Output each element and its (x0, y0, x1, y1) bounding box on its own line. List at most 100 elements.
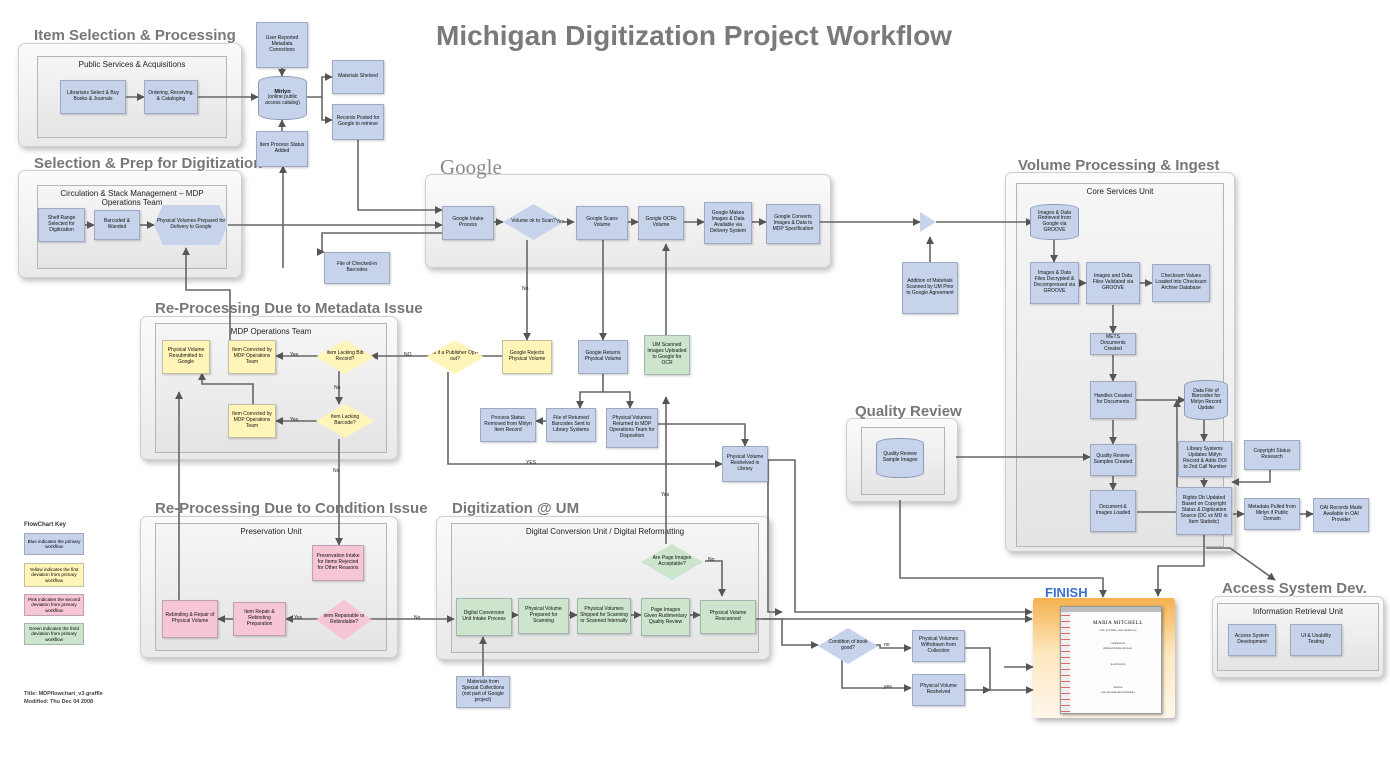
node-physical-shipped: Physical Volumes Shipped for Scanning or… (577, 598, 631, 634)
edge-label-no-scan: No (522, 286, 529, 292)
node-item-corrected-2: Item Corrected by MDP Operations Team (228, 404, 276, 438)
node-mirlyn: Mirlyn (online public access catalog) (258, 76, 307, 120)
key-title: FlowChart Key (24, 522, 67, 528)
node-librarians-select: Librarians Select & Buy Books & Journals (60, 80, 126, 114)
node-materials-special: Materials from Special Collections (not … (456, 676, 510, 708)
google-logo: Google (440, 155, 502, 179)
key-blue: Blue indicates the primary workflow (24, 533, 84, 555)
node-mirlyn-title: Mirlyn (274, 89, 291, 96)
inner-core-services-label: Core Services Unit (1086, 187, 1154, 196)
node-physical-prepared-scanning: Physical Volume Prepared for Scanning (518, 598, 569, 634)
node-records-posted: Records Posted for Google to retrieve (332, 104, 384, 140)
inner-digital-conversion-label: Digital Conversion Unit / Digital Reform… (525, 527, 685, 536)
node-google-converts: Google Converts Images & Data to MDP Spe… (766, 204, 820, 244)
edge-label-no-repair: No (414, 615, 421, 621)
node-library-systems: Library Systems Updates Mirlyn Record & … (1178, 441, 1232, 477)
finish-document-line4: BOSTON (1113, 687, 1123, 689)
node-barcoded: Barcoded & Wanded (94, 210, 140, 240)
node-rights-db: Rights Db Updated Based on Copyright Sta… (1176, 487, 1232, 535)
finish-document-line5: LEE AND SHEPARD PUBLISHERS (1101, 692, 1135, 694)
finish-document-line1: COMPILED BY (1110, 643, 1126, 645)
node-qr-samples-created: Quality Review Samples Created (1090, 444, 1136, 476)
merge-triangle (920, 212, 936, 232)
edge-label-no-barcode: No (333, 468, 340, 474)
inner-information-retrieval-label: Information Retrieval Unit (1252, 607, 1344, 616)
group-title-volume-processing: Volume Processing & Ingest (1018, 157, 1220, 174)
edge-label-no-bib: No (334, 385, 341, 391)
node-checksum: Checksum Values Loaded into Checksum Arc… (1152, 264, 1210, 302)
node-shelf-range: Shelf Range Selected for Digitization (38, 208, 85, 242)
group-title-access-system: Access System Dev. (1222, 580, 1367, 597)
node-images-decrypted: Images & Data Files Decrypted & Decompre… (1030, 262, 1079, 304)
node-ui-testing: UI & Usability Testing (1290, 624, 1342, 656)
node-item-process-status: Item Process Status Added (256, 131, 308, 167)
group-title-reproc-condition: Re-Processing Due to Condition Issue (155, 500, 428, 517)
node-physical-reshelved-lib: Physical Volume Reshelved in Library (722, 446, 768, 482)
finish-document-line3: ILLUSTRATED (1110, 664, 1126, 666)
finish-document-heading: MARIA MITCHELL (1093, 621, 1143, 626)
node-google-rejects: Google Rejects Physical Volume (502, 340, 552, 374)
edge-label-yes-acceptable: Yes (661, 492, 670, 498)
node-publisher-optout: Is it a Publisher Opt-out? (426, 340, 484, 374)
edge-label-yes-condition: yes (884, 684, 892, 690)
group-title-digitization-um: Digitization @ UM (452, 500, 580, 517)
node-condition-good: Condition of book good? (818, 628, 878, 664)
key-pink: Pink indicates the second deviation from… (24, 594, 84, 616)
edge-label-no-condition: no (884, 642, 890, 648)
node-metadata-pulled: Metadata Pulled from Mirlyn if Public Do… (1244, 498, 1300, 530)
node-um-scanned: UM Scanned Images Uploaded to Google for… (644, 335, 690, 375)
node-access-development: Access System Development (1228, 624, 1276, 656)
finish-document-line2: PHEBE MITCHELL KENDALL (1103, 648, 1133, 650)
finish-title: FINISH (1045, 585, 1088, 600)
key-yellow: Yellow indicates the first deviation fro… (24, 563, 84, 587)
node-google-ocrs: Google OCRs Volume (638, 206, 684, 240)
edge-label-yes-optout: YES (526, 460, 537, 466)
node-copyright-status: Copyright Status Research (1244, 440, 1300, 470)
group-title-reproc-metadata: Re-Processing Due to Metadata Issue (155, 300, 423, 317)
node-ordering: Ordering, Receiving, & Cataloging (144, 80, 198, 114)
inner-mdp-ops-label: MDP Operations Team (230, 327, 312, 336)
edge-label-yes-scan: Yes (556, 219, 565, 225)
key-green: Green indicates the third deviation from… (24, 623, 84, 645)
inner-preservation-label: Preservation Unit (240, 527, 302, 536)
node-physical-withdrawn: Physical Volumes Withdrawn from Collecti… (912, 630, 965, 662)
group-title-selection-prep: Selection & Prep for Digitization (34, 155, 263, 172)
finish-document-subheading: LIFE, LETTERS, AND JOURNALS (1099, 629, 1137, 632)
group-item-selection: Public Services & Acquisitions (18, 43, 242, 147)
node-images-validated: Images and Data Files Validated via GROO… (1086, 262, 1140, 304)
node-addition-materials: Addition of Materials Scanned by UM Prio… (902, 262, 958, 314)
inner-public-services-label: Public Services & Acquisitions (78, 60, 186, 69)
node-google-returns: Google Returns Physical Volume (578, 340, 628, 374)
node-document-images: Document & Images Loaded (1090, 490, 1136, 532)
group-digitization-um: Digital Conversion Unit / Digital Reform… (436, 516, 770, 660)
node-qr-sample-images: Quality Review Sample Images (876, 438, 924, 478)
node-user-reported: User Reported Metadata Corrections (256, 22, 308, 68)
node-digital-conversion-intake: Digital Conversion Unit Intake Process (456, 598, 512, 636)
inner-circulation-label: Circulation & Stack Management – MDP Ope… (60, 189, 204, 207)
node-physical-resubmitted: Physical Volume Resubmitted to Google (162, 340, 210, 374)
node-file-checked-in: File of Checked-in Barcodes (324, 252, 390, 284)
page-title: Michigan Digitization Project Workflow (436, 20, 952, 51)
node-physical-prepared: Physical Volumes Prepared for Delivery t… (154, 205, 228, 245)
finish-document-toolbar (1061, 607, 1161, 612)
node-page-images-review: Page Images Given Rudimentary Quality Re… (641, 598, 690, 636)
node-google-intake: Google Intake Process (442, 206, 494, 240)
node-mets: METS Documents Created (1090, 333, 1136, 355)
node-oai-records: OAI Records Made Available in OAI Provid… (1313, 498, 1369, 532)
node-physical-rescanned: Physical Volume Rescanned (700, 600, 756, 634)
node-data-file-barcodes: Data File of Barcodes for Mirlyn Record … (1184, 380, 1228, 420)
node-item-corrected-1: Item Corrected by MDP Operations Team (228, 340, 276, 374)
node-handles: Handles Created for Documents (1090, 381, 1136, 419)
node-physical-returned-mdp: Physical Volumes Returned to MDP Operati… (606, 408, 658, 448)
edge-label-no-optout: NO (404, 352, 412, 358)
node-google-scans: Google Scans Volume (576, 206, 628, 240)
node-images-retrieved: Images & Data Retrieved from Google via … (1030, 204, 1079, 240)
finish-document-sidebar (1061, 612, 1070, 713)
edge-label-yes-bib: Yes (290, 352, 299, 358)
edge-label-no-acceptable: No (708, 557, 715, 563)
node-item-repair: Item Repair & Rebinding Preparation (233, 602, 286, 636)
edge-label-yes-repair: Yes (294, 615, 303, 621)
group-title-quality-review: Quality Review (855, 403, 962, 420)
footer-modified: Modified: Thu Dec 04 2008 (24, 699, 94, 705)
node-materials-shelved: Materials Shelved (332, 60, 384, 94)
